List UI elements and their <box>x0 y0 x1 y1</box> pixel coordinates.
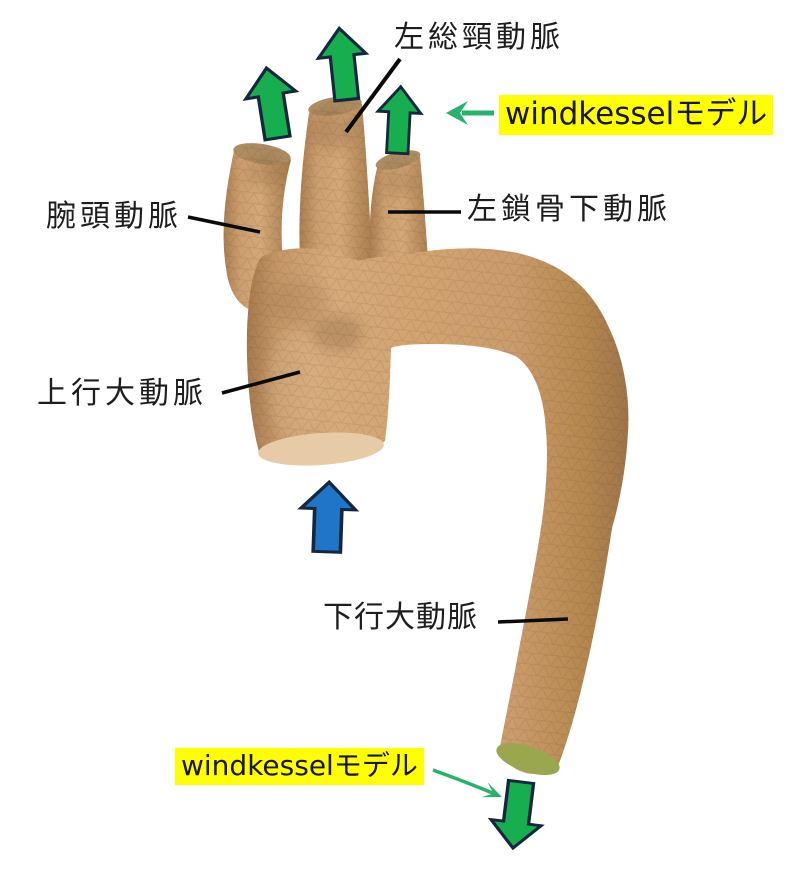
pointer-arrow-top-icon <box>446 101 494 125</box>
leader-line-descending <box>497 617 569 624</box>
outflow-arrow-right-icon <box>374 84 424 156</box>
outflow-arrow-bottom-icon <box>486 777 548 853</box>
inflow-arrow-icon <box>297 479 359 555</box>
outflow-arrow-left-icon <box>239 62 305 144</box>
leader-line-brachiocephalic <box>187 215 261 234</box>
inlet-face <box>258 432 384 466</box>
label-windkessel-model-top: windkesselモデル <box>499 95 774 135</box>
outflow-arrow-middle-icon <box>314 24 372 104</box>
label-ascending-aorta: 上行大動脈 <box>37 376 207 411</box>
leader-line-carotid <box>344 57 402 134</box>
label-left-common-carotid: 左総頸動脈 <box>394 20 564 55</box>
outlet-face <box>496 742 560 776</box>
label-brachiocephalic: 腕頭動脈 <box>46 199 182 234</box>
label-descending-aorta: 下行大動脈 <box>323 600 478 635</box>
leader-line-ascending <box>221 370 301 395</box>
label-windkessel-model-bottom: windkesselモデル <box>175 748 424 785</box>
pointer-arrow-bottom-icon <box>432 768 502 798</box>
label-left-subclavian: 左鎖骨下動脈 <box>467 192 671 227</box>
